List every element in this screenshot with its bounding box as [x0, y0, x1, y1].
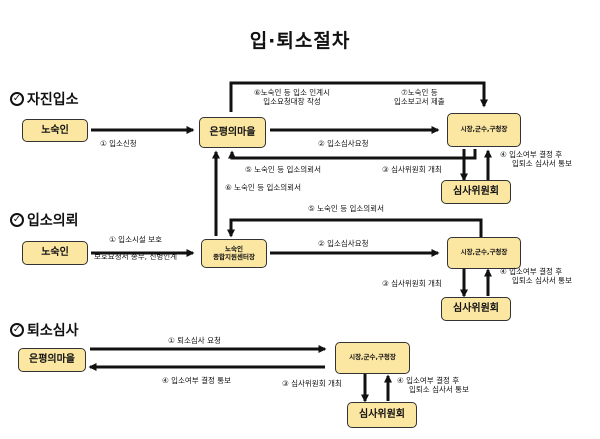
label-line: ④ 입소여부 결정 후 [500, 267, 563, 276]
label-hold-committee: ③ 심사위원회 개최 [382, 279, 442, 288]
label-line: 입소보고서 제출 [394, 97, 445, 107]
label-line: ⑦노숙인 등 [400, 88, 438, 97]
label-line: ④ 입소여부 결정 후 [500, 150, 563, 159]
label-line: ④ 입소여부 결정 후 [397, 376, 460, 385]
node-homeless: 노숙인 [22, 119, 88, 142]
label-line: 입퇴소 심사서 통보 [409, 385, 469, 395]
arrow-s1-transfer-record [229, 81, 488, 112]
check-circle-icon: ✓ [10, 323, 24, 337]
label-review-request: ② 입소심사요청 [318, 239, 369, 248]
node-review-committee: 심사위원회 [441, 180, 511, 204]
label-referral-up: ⑥ 노숙인 등 입소의뢰서 [225, 183, 301, 192]
label-line: 입퇴소 심사서 통보 [512, 276, 572, 286]
arrow-s1-referral-back [228, 149, 477, 160]
label-notify-result: ④ 입소여부 결정 후 입퇴소 심사서 통보 [500, 150, 572, 169]
section-admission-referral: ✓ 입소의뢰 [10, 210, 79, 230]
node-mayor-office: 시장,군수,구청장 [335, 342, 410, 374]
label-line: ① 입소시설 보호 [109, 235, 162, 244]
node-line: 노숙인 [225, 245, 243, 254]
node-line: 종합지원센터장 [213, 252, 255, 261]
section-self-admission: ✓ 자진입소 [10, 89, 79, 109]
node-mayor-office: 시장,군수,구청장 [447, 237, 521, 269]
label-transfer-record: ⑥노숙인 등 입소 인계시 입소요청대장 작성 [254, 88, 330, 107]
section-release-review: ✓ 퇴소심사 [10, 320, 79, 340]
label-text: 입소여부 결정 후 [406, 376, 460, 385]
label-line: ⑥노숙인 등 입소 인계시 [254, 88, 330, 97]
label-admission-report: ⑦노숙인 등 입소보고서 제출 [394, 88, 445, 107]
label-text: 입소여부 결정 후 [509, 267, 563, 276]
check-circle-icon: ✓ [10, 213, 24, 227]
label-protection-request: ① 입소시설 보호 보호요청서 송부, 신병인계 [94, 235, 177, 262]
section-label: 입소의뢰 [27, 213, 79, 229]
label-notify-result: ④ 입소여부 결정 후 입퇴소 심사서 통보 [397, 376, 469, 395]
label-hold-committee: ③ 심사위원회 개최 [382, 165, 442, 174]
node-homeless: 노숙인 [22, 241, 88, 265]
label-line: 보호요청서 송부, 신병인계 [94, 252, 178, 262]
label-decision-notice: ④ 입소여부 결정 통보 [162, 376, 232, 385]
label-notify-result: ④ 입소여부 결정 후 입퇴소 심사서 통보 [500, 267, 572, 286]
node-review-committee: 심사위원회 [347, 402, 417, 428]
label-referral-back: ⑤ 노숙인 등 입소의뢰서 [308, 204, 384, 213]
section-label: 자진입소 [27, 92, 79, 108]
page-title: 입·퇴소절차 [249, 30, 351, 52]
label-referral: ⑤ 노숙인 등 입소의뢰서 [245, 165, 321, 174]
check-circle-icon: ✓ [10, 92, 24, 106]
arrow-s2-referral-back [227, 218, 483, 238]
node-eunpyeong-village: 은평의마을 [199, 117, 266, 148]
node-mayor-office: 시장,군수,구청장 [447, 113, 521, 147]
label-release-request: ① 퇴소심사 요청 [168, 336, 221, 345]
section-label: 퇴소심사 [27, 323, 79, 339]
node-homeless-support-center: 노숙인 종합지원센터장 [201, 239, 267, 268]
label-line: 입소요청대장 작성 [263, 97, 321, 107]
label-hold-committee: ③ 심사위원회 개최 [282, 379, 342, 388]
label-review-request: ② 입소심사요청 [318, 139, 369, 148]
label-text: 입소여부 결정 후 [509, 150, 563, 159]
node-review-committee: 심사위원회 [441, 297, 511, 321]
label-line: 입퇴소 심사서 통보 [512, 159, 572, 169]
node-eunpyeong-village: 은평의마을 [18, 348, 86, 372]
label-apply: ① 입소신청 [100, 139, 137, 148]
